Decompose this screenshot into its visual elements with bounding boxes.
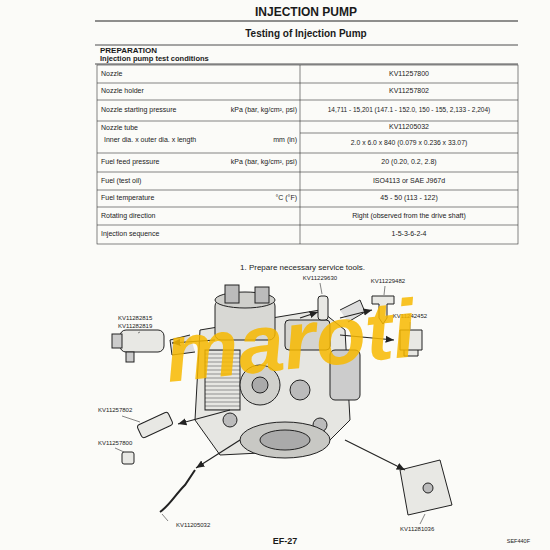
table-cell: 20 (0.20, 0.2, 2.8) bbox=[381, 158, 436, 166]
callout-number: KV11282819 bbox=[118, 323, 152, 330]
table-cell: Right (observed from the drive shaft) bbox=[352, 212, 466, 220]
table-cell: Injection sequence bbox=[101, 230, 159, 238]
tool-kv11205032 bbox=[160, 470, 195, 512]
figure-code: SEF440F bbox=[507, 538, 530, 544]
tool-kv11282815 bbox=[120, 330, 164, 352]
header-rules bbox=[95, 21, 518, 64]
tool-kv11281036 bbox=[400, 460, 452, 515]
table-cell: ISO4113 or SAE J967d bbox=[373, 177, 445, 185]
callout-number: KV11229630 bbox=[303, 275, 337, 282]
callout-number: KV11205032 bbox=[176, 522, 210, 529]
table-cell: kPa (bar, kg/cm², psi) bbox=[231, 106, 297, 114]
tool-kv11257802 bbox=[137, 411, 174, 438]
step-text: 1. Prepare necessary service tools. bbox=[240, 264, 365, 273]
table-cell: kPa (bar, kg/cm², psi) bbox=[231, 158, 297, 166]
page-header: INJECTION PUMP bbox=[255, 6, 357, 19]
callout-number: KV11281036 bbox=[400, 526, 434, 533]
callout-number: KV11257800 bbox=[98, 440, 132, 447]
page-number: EF-27 bbox=[273, 537, 298, 547]
table-cell: Inner dia. x outer dia. x length bbox=[104, 136, 196, 144]
table-cell: KV11257802 bbox=[389, 87, 429, 95]
table-cell: Nozzle bbox=[101, 70, 122, 78]
table-cell: KV11257800 bbox=[389, 70, 429, 78]
table-cell: mm (in) bbox=[273, 136, 297, 144]
table-cell: 45 - 50 (113 - 122) bbox=[380, 194, 437, 202]
table-cell: Rotating direction bbox=[101, 212, 155, 220]
tool-kv11257800 bbox=[122, 452, 134, 464]
table-cell: Fuel (test oil) bbox=[101, 177, 141, 185]
table-cell: Nozzle tube bbox=[101, 124, 138, 132]
table-grid bbox=[97, 65, 518, 244]
table-heading: Injection pump test conditions bbox=[100, 55, 209, 63]
table-cell: Nozzle starting pressure bbox=[101, 106, 176, 114]
table-cell: Fuel feed pressure bbox=[101, 158, 159, 166]
callout-number: KV11282815 bbox=[118, 315, 152, 322]
table-cell: KV11205032 bbox=[389, 123, 429, 131]
callout-number: KV11229482 bbox=[371, 278, 405, 285]
callout-number: KV11257802 bbox=[98, 407, 132, 414]
table-cell: 1-5-3-6-2-4 bbox=[391, 230, 426, 238]
table-cell: Nozzle holder bbox=[101, 87, 144, 95]
table-cell: °C (°F) bbox=[275, 194, 297, 202]
table-cell: 2.0 x 6.0 x 840 (0.079 x 0.236 x 33.07) bbox=[351, 139, 467, 146]
table-cell: Fuel temperature bbox=[101, 194, 154, 202]
table-cell: 14,711 - 15,201 (147.1 - 152.0, 150 - 15… bbox=[328, 106, 491, 113]
leader-lines bbox=[115, 283, 425, 524]
watermark: maroti bbox=[161, 287, 419, 395]
page-title: Testing of Injection Pump bbox=[245, 28, 366, 39]
